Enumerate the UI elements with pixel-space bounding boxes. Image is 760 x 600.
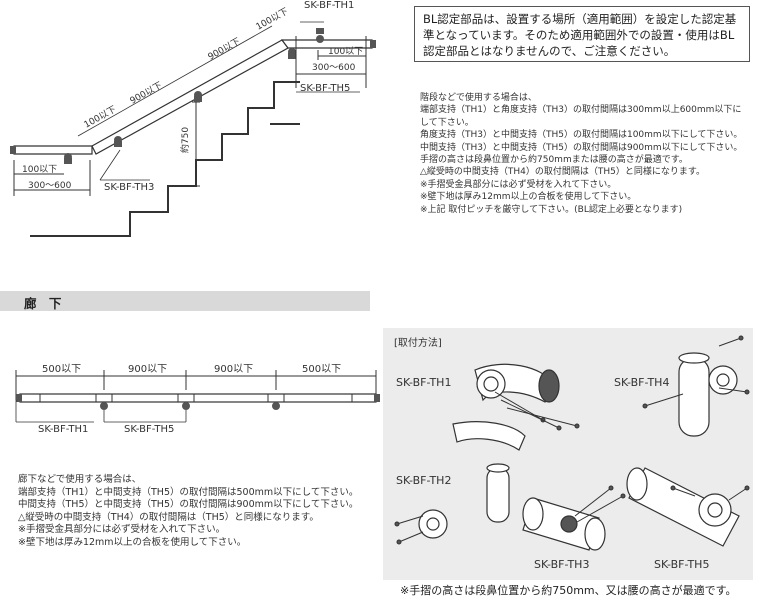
right-dimensions bbox=[295, 36, 367, 88]
dim-100-top: 100以下 bbox=[255, 7, 291, 33]
bracket-th3 bbox=[114, 136, 122, 147]
mount-label-th3: SK-BF-TH3 bbox=[534, 558, 590, 571]
bracket-th1 bbox=[316, 28, 324, 43]
mount-label-th1: SK-BF-TH1 bbox=[396, 376, 452, 389]
dim-100-right: 100以下 bbox=[328, 47, 363, 57]
corridor-bracket bbox=[182, 402, 190, 410]
corridor-section-header: 廊 下 bbox=[0, 291, 370, 311]
height-dimension bbox=[192, 101, 200, 187]
corridor-note-line: ※壁下地は厚み12mm以上の合板を使用して下さい。 bbox=[18, 536, 247, 548]
corridor-label-th5: SK-BF-TH5 bbox=[124, 424, 174, 435]
stair-note-line: ※上記 取付ピッチを厳守して下さい。(BL認定上必要となります) bbox=[420, 204, 683, 215]
mounting-illustrations bbox=[394, 335, 750, 551]
corridor-note-line: ※手摺受金具部分には必ず受材を入れて下さい。 bbox=[18, 524, 226, 535]
corridor-note-line: 端部支持（TH1）と中間支持（TH5）の取付間隔は500mm以下にして下さい。 bbox=[18, 486, 359, 498]
mount-label-th5: SK-BF-TH5 bbox=[654, 558, 710, 571]
dim-range-left: 300～600 bbox=[28, 181, 72, 191]
rail-end-right bbox=[370, 40, 376, 48]
bracket-left bbox=[64, 153, 72, 164]
th5-screws bbox=[670, 485, 750, 501]
th3-screws bbox=[574, 485, 626, 523]
th1-bracket-illustration bbox=[452, 363, 560, 451]
stair-note-line: して下さい。 bbox=[420, 117, 474, 128]
rail-end-left bbox=[16, 394, 22, 402]
stair-label-th3: SK-BF-TH3 bbox=[104, 182, 154, 193]
bl-note-line: BL認定部品は、設置する場所（適用範囲）を設定した認定基 bbox=[423, 12, 737, 26]
stair-note-line: 中間支持（TH3）と中間支持（TH5）の取付間隔は900mm以下にして下さい。 bbox=[420, 142, 743, 153]
th4-bracket-illustration bbox=[678, 352, 738, 437]
height-dim-label: 約750 bbox=[179, 127, 191, 153]
stair-note-line: 角度支持（TH3）と中間支持（TH5）の取付間隔は100mm以下にして下さい。 bbox=[420, 130, 743, 141]
stair-label-th1: SK-BF-TH1 bbox=[304, 0, 354, 11]
bl-note-line: 認定部品とはなりませんので、ご注意ください。 bbox=[423, 44, 676, 58]
corridor-note-line: 廊下などで使用する場合は、 bbox=[18, 474, 142, 485]
th2-bracket-illustration bbox=[418, 463, 510, 539]
stair-note-line: 手摺の高さは段鼻位置から約750mmまたは腰の高さが最適です。 bbox=[420, 155, 688, 166]
corridor-label-th1: SK-BF-TH1 bbox=[38, 424, 88, 435]
th2-screws bbox=[394, 515, 424, 545]
dim-100-slope: 100以下 bbox=[83, 105, 119, 131]
corridor-bracket bbox=[100, 402, 108, 410]
th1-screws bbox=[494, 391, 580, 431]
stair-label-th5: SK-BF-TH5 bbox=[300, 83, 350, 94]
corridor-dim-3: 900以下 bbox=[214, 364, 253, 375]
stair-diagram: 約750 100以下 300～600 100以下 300～600 100以下 9… bbox=[10, 0, 376, 237]
mount-label-th4: SK-BF-TH4 bbox=[614, 376, 670, 389]
dim-900-mid: 900以下 bbox=[129, 81, 165, 107]
corridor-note-line: 中間支持（TH5）と中間支持（TH5）の取付間隔は900mm以下にして下さい。 bbox=[18, 499, 359, 510]
bracket-mid bbox=[194, 91, 202, 102]
left-dimensions bbox=[13, 160, 91, 196]
stair-note-line: △縦受時の中間支持（TH4）の取付間隔は（TH5）と同様になります。 bbox=[420, 167, 706, 178]
stair-note-line: 端部支持（TH1）と角度支持（TH3）の取付間隔は300mm以上600mm以下に bbox=[420, 105, 742, 116]
th3-bracket-illustration bbox=[522, 497, 606, 551]
stair-handrail bbox=[13, 39, 373, 155]
dim-100-left: 100以下 bbox=[22, 165, 57, 175]
corridor-dim-2: 900以下 bbox=[128, 364, 167, 375]
slope-dim-line bbox=[77, 25, 273, 137]
footer-note: ※手摺の高さは段鼻位置から約750mm、又は腰の高さが最適です。 bbox=[400, 584, 737, 597]
rail-end-left bbox=[10, 146, 16, 154]
bracket-th5 bbox=[288, 48, 296, 59]
stair-note-line: ※壁下地は厚み12mm以上の合板を使用して下さい。 bbox=[420, 192, 637, 203]
stair-note-line: 階段などで使用する場合は、 bbox=[420, 93, 537, 103]
mounting-title: [取付方法] bbox=[394, 338, 442, 349]
th4-screws bbox=[642, 335, 750, 409]
corridor-notes: 廊下などで使用する場合は、 端部支持（TH1）と中間支持（TH5）の取付間隔は5… bbox=[18, 474, 358, 549]
rail-end-right bbox=[374, 394, 380, 402]
dim-range-right: 300～600 bbox=[312, 63, 356, 73]
corridor-diagram: 500以下 900以下 900以下 500以下 SK-BF-TH1 SK-BF-… bbox=[15, 364, 380, 435]
corridor-rail bbox=[19, 393, 377, 403]
bl-note-line: 準となっています。そのため適用範囲外での設置・使用はBL bbox=[423, 28, 735, 42]
corridor-dim-1: 500以下 bbox=[42, 364, 81, 375]
bl-note-box: BL認定部品は、設置する場所（適用範囲）を設定した認定基 準となっています。その… bbox=[414, 6, 750, 62]
th5-bracket-illustration bbox=[626, 467, 740, 547]
mount-label-th2: SK-BF-TH2 bbox=[396, 474, 452, 487]
stair-note-line: ※手摺受金具部分には必ず受材を入れて下さい。 bbox=[420, 179, 617, 190]
dim-900-top: 900以下 bbox=[207, 37, 243, 63]
stair-notes: 階段などで使用する場合は、 端部支持（TH1）と角度支持（TH3）の取付間隔は3… bbox=[420, 92, 742, 216]
corridor-note-line: △縦受時の中間支持（TH4）の取付間隔は（TH5）と同様になります。 bbox=[18, 511, 319, 523]
section-title: 廊 下 bbox=[24, 296, 66, 311]
stair-steps bbox=[30, 81, 300, 237]
corridor-bracket bbox=[272, 402, 280, 410]
corridor-dim-4: 500以下 bbox=[302, 364, 341, 375]
